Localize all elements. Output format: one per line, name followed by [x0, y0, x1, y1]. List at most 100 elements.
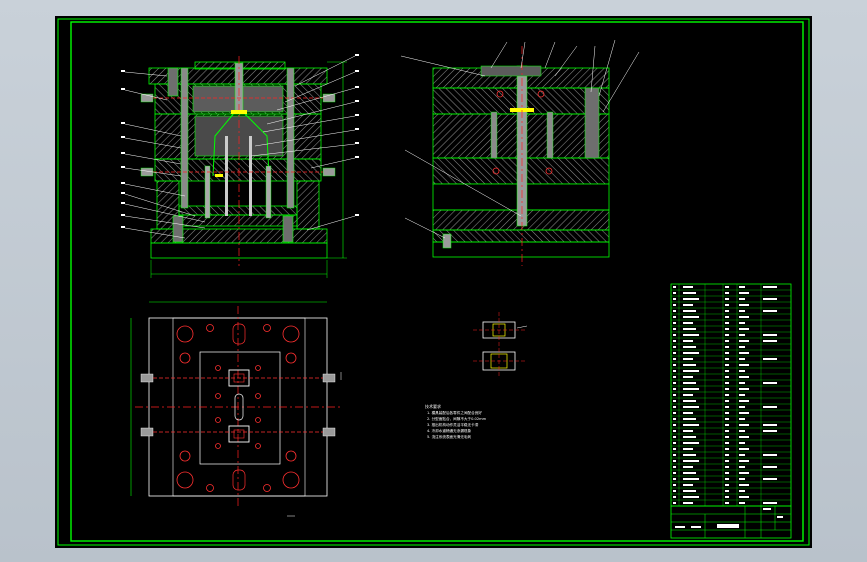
parts-list-cell-mark	[725, 472, 729, 474]
side-hole-1	[496, 90, 504, 98]
side-hole-3	[492, 167, 500, 175]
parts-list-cell-mark	[673, 340, 676, 342]
socket-bolt-bottom	[282, 215, 294, 243]
parts-list-cell-mark	[739, 334, 745, 336]
parts-list-cell-mark	[683, 412, 693, 414]
parts-list-cell-mark	[683, 310, 696, 312]
parts-list-cell-mark	[673, 388, 676, 390]
parts-list-cell-mark	[725, 418, 729, 420]
parts-list-cell-mark	[763, 334, 777, 336]
support-plate	[154, 158, 322, 182]
parts-list-cell-mark	[683, 460, 699, 462]
side-base	[432, 241, 610, 258]
notes-title: 技术要求	[425, 403, 441, 409]
parts-list-cell-mark	[673, 436, 676, 438]
parts-list-cell-mark	[739, 406, 745, 408]
parts-list-cell-mark	[683, 448, 693, 450]
parts-list-cell-mark	[725, 292, 729, 294]
parts-list-cell-mark	[673, 334, 676, 336]
parts-list-cell-mark	[763, 406, 777, 408]
parts-list-cell-mark	[673, 394, 676, 396]
parts-list-cell-mark	[739, 340, 749, 342]
leaders-side	[400, 39, 640, 239]
part-detail-views	[473, 312, 528, 378]
parts-list-cell-mark	[739, 454, 745, 456]
parts-list-cell-mark	[673, 292, 676, 294]
parts-list-cell-mark	[673, 346, 676, 348]
parts-list-cell-mark	[673, 298, 676, 300]
outer-border	[57, 18, 810, 546]
guide-pin-left	[180, 67, 189, 209]
parts-list-cell-mark	[739, 448, 749, 450]
parts-list-cell-mark	[673, 304, 676, 306]
parts-list-cell-mark	[683, 418, 696, 420]
parts-list-cell-mark	[763, 310, 777, 312]
parts-list-cell-mark	[739, 412, 749, 414]
parts-list-cell-mark	[725, 358, 729, 360]
parts-list-cell-mark	[763, 502, 777, 504]
note-line: 1. 模具装配后各零件之间配合良好	[427, 410, 482, 415]
parts-list-cell-mark	[673, 496, 676, 498]
parts-list-cell-mark	[673, 412, 676, 414]
parts-list-cell-mark	[739, 478, 745, 480]
parts-list-cell-mark	[763, 340, 777, 342]
parts-list-cell-mark	[673, 454, 676, 456]
parts-list-cell-mark	[673, 400, 676, 402]
parts-list-cell-mark	[739, 460, 749, 462]
front-section-view	[121, 54, 359, 278]
side-knockout	[442, 233, 452, 249]
parts-list-cell-mark	[739, 394, 745, 396]
parts-list-cell-mark	[725, 394, 729, 396]
parts-list-cell-mark	[725, 490, 729, 492]
side-pin-left	[490, 111, 498, 159]
parts-list-cell-mark	[673, 466, 676, 468]
parts-list-cell-mark	[725, 388, 729, 390]
parts-list-cell-mark	[673, 490, 676, 492]
parts-list-table	[670, 283, 792, 507]
parts-list-cell-mark	[725, 322, 729, 324]
parts-list-cell-mark	[725, 460, 729, 462]
note-line: 5. 浇注系统表面光滑无毛刺	[427, 434, 472, 439]
parts-list-cell-mark	[739, 292, 749, 294]
side-pin-right	[546, 111, 554, 159]
parts-list-cell-mark	[739, 328, 749, 330]
parts-list-cell-mark	[683, 322, 693, 324]
parts-list-cell-mark	[683, 484, 693, 486]
mold-assembly-drawing: 技术要求 1. 模具装配后各零件之间配合良好 2. 分型面贴合，间隙不大于0.0…	[57, 18, 810, 546]
parts-list-cell-mark	[725, 376, 729, 378]
parts-list-cell-mark	[673, 478, 676, 480]
parts-list-cell-mark	[673, 406, 676, 408]
parts-list-cell-mark	[683, 472, 696, 474]
side-bottom-plate	[432, 229, 610, 243]
ejector-retainer-plate	[178, 205, 298, 216]
parts-list-cell-mark	[739, 352, 749, 354]
parts-list-cell-mark	[725, 334, 729, 336]
parts-list-cell-mark	[739, 358, 745, 360]
parts-list-cell-mark	[683, 490, 696, 492]
parts-list-cell-mark	[683, 298, 699, 300]
parts-list-cell-mark	[739, 316, 749, 318]
parts-list-cell-mark	[683, 424, 699, 426]
parts-list-cell-mark	[725, 364, 729, 366]
parts-list-cell-mark	[725, 424, 729, 426]
parts-list-cell-mark	[683, 304, 693, 306]
parts-list-cell-mark	[683, 442, 699, 444]
drawing-canvas[interactable]: 技术要求 1. 模具装配后各零件之间配合良好 2. 分型面贴合，间隙不大于0.0…	[55, 16, 812, 548]
parts-list-cell-mark	[673, 460, 676, 462]
parts-list-cell-mark	[739, 436, 749, 438]
parts-list-cell-mark	[763, 424, 777, 426]
parts-list-cell-mark	[683, 388, 699, 390]
parts-list-cell-mark	[683, 466, 693, 468]
runner-right	[242, 111, 270, 177]
parts-list-cell-mark	[673, 316, 676, 318]
parts-list-cell-mark	[725, 370, 729, 372]
parts-list-cell-mark	[683, 340, 693, 342]
parts-list-cell-mark	[683, 382, 696, 384]
parts-list-cell-mark	[683, 370, 699, 372]
parts-list-cell-mark	[739, 484, 749, 486]
note-line: 2. 分型面贴合，间隙不大于0.02mm	[427, 416, 487, 421]
parts-list-cell-mark	[673, 376, 676, 378]
parts-list-cell-mark	[725, 382, 729, 384]
parts-list-cell-mark	[673, 370, 676, 372]
